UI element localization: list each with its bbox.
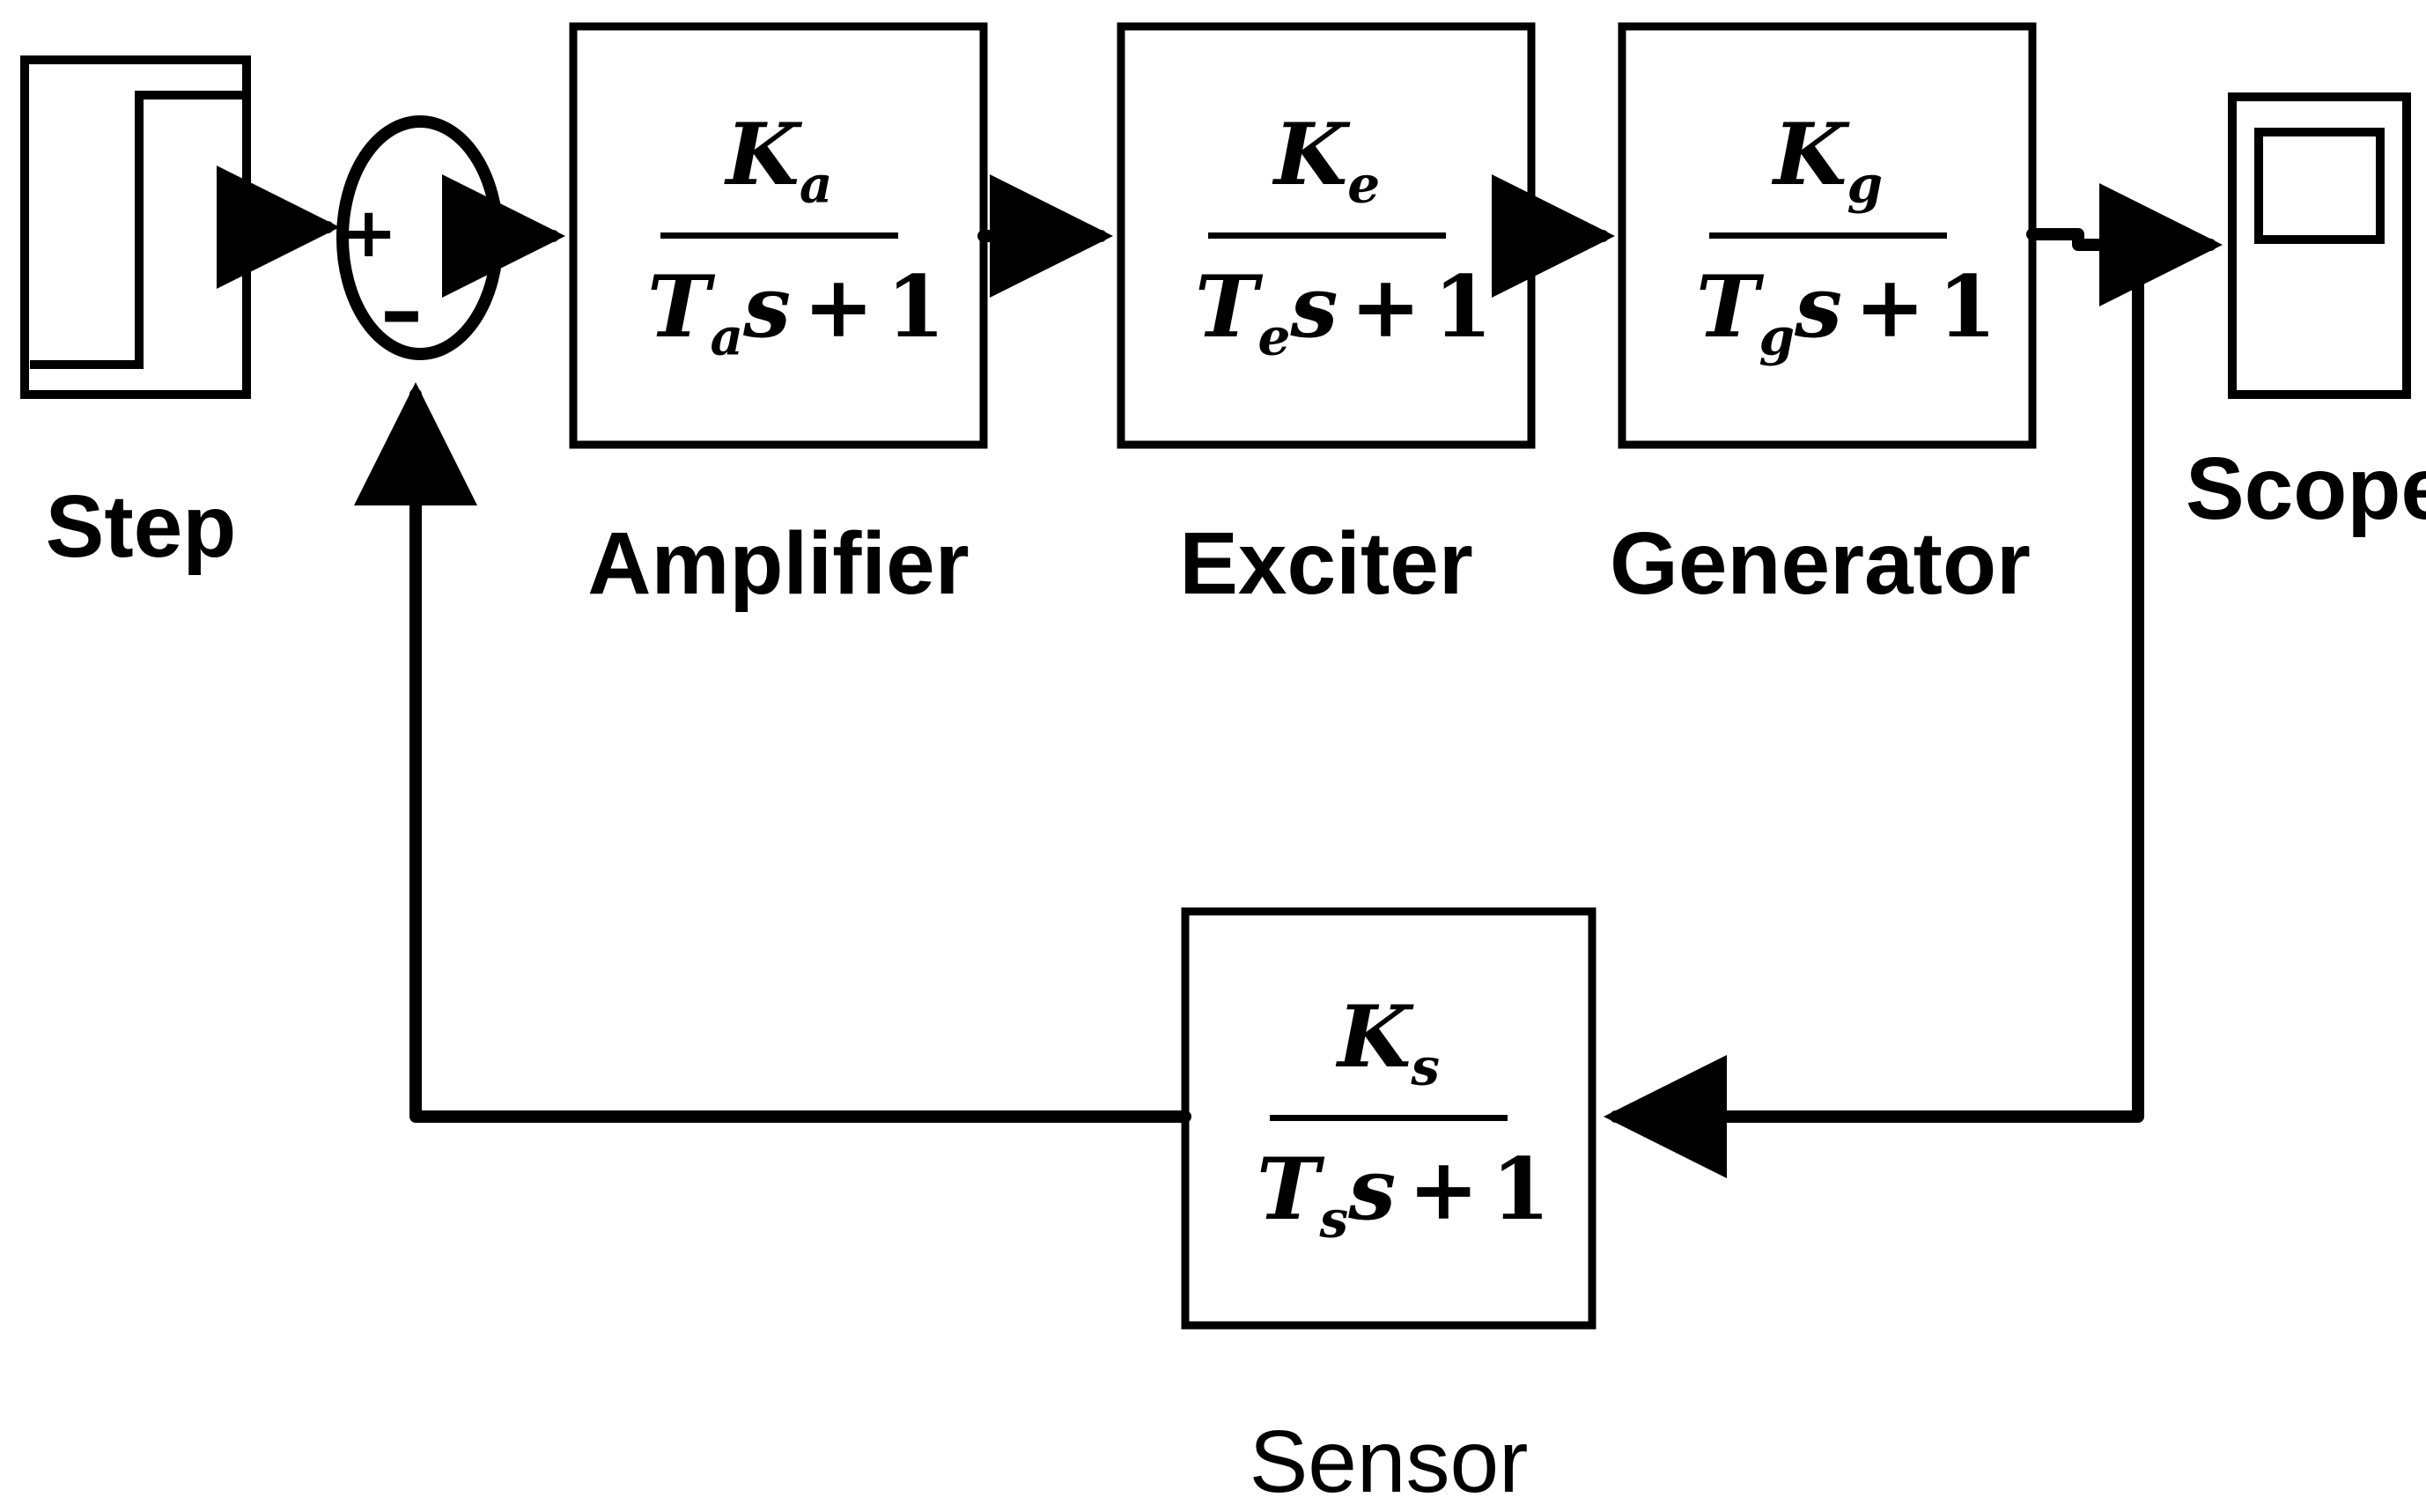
sensor-transfer-function: Ks Tss+1 [1257, 987, 1551, 1250]
sensor-to-sum-arrow [354, 382, 1191, 1123]
feedback-to-sensor-arrow [1604, 239, 2144, 1178]
scope-block[interactable] [2228, 92, 2411, 399]
amplifier-transfer-function: Ka Tas+1 [647, 105, 946, 367]
generator-label: Generator [1610, 514, 2031, 613]
exciter-block[interactable] [1117, 22, 1536, 449]
minus-sign: – [380, 262, 423, 360]
step-signal-icon [30, 91, 243, 369]
amplifier-label: Amplifier [587, 514, 970, 613]
plus-sign: + [340, 194, 398, 273]
exciter-label: Exciter [1179, 514, 1473, 613]
scope-label: Scope [2185, 439, 2426, 538]
sensor-label: Sensor [1249, 1412, 1529, 1511]
exciter-transfer-function: Ke Tes+1 [1195, 105, 1493, 367]
step-block[interactable] [20, 55, 251, 399]
generator-to-scope-arrow [2026, 183, 2223, 306]
step-label: Step [45, 477, 237, 576]
scope-screen-icon [2254, 128, 2385, 244]
generator-transfer-function: Kg Tgs+1 [1696, 105, 1997, 367]
